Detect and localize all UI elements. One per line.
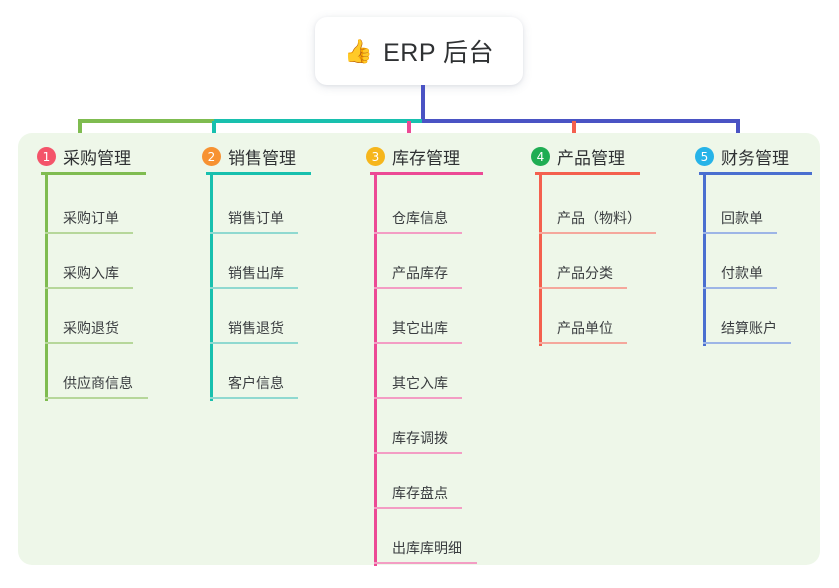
- branch-header-2[interactable]: 2 销售管理: [202, 144, 296, 169]
- leaf-item[interactable]: 采购入库: [45, 259, 133, 289]
- leaf-item[interactable]: 采购退货: [45, 314, 133, 344]
- leaf-item-rule: [374, 397, 462, 399]
- bus-segment-green: [78, 119, 214, 123]
- leaf-item-rule: [45, 397, 148, 399]
- branches-panel: 1 采购管理采购订单采购入库采购退货供应商信息 2 销售管理销售订单销售出库销售退货客…: [18, 133, 820, 566]
- branch-header-rule-3: [370, 172, 483, 175]
- leaf-item-label: 销售订单: [228, 210, 284, 226]
- leaf-item-rule: [374, 287, 462, 289]
- leaf-item-label: 其它入库: [392, 375, 448, 391]
- leaf-item-rule: [210, 232, 298, 234]
- leaf-item-label: 产品库存: [392, 265, 448, 281]
- branch-badge-4: 4: [531, 147, 550, 166]
- leaf-item[interactable]: 产品库存: [374, 259, 462, 289]
- leaf-item[interactable]: 库存盘点: [374, 479, 462, 509]
- branch-header-rule-2: [206, 172, 311, 175]
- leaf-item[interactable]: 付款单: [703, 259, 777, 289]
- root-node[interactable]: 👍 ERP 后台: [315, 17, 523, 85]
- leaf-item-rule: [210, 397, 298, 399]
- leaf-item[interactable]: 库存调拨: [374, 424, 462, 454]
- branch-badge-1: 1: [37, 147, 56, 166]
- leaf-item-rule: [210, 287, 298, 289]
- leaf-item[interactable]: 回款单: [703, 204, 777, 234]
- leaf-item-label: 回款单: [721, 210, 763, 226]
- leaf-item[interactable]: 出库库明细: [374, 534, 477, 564]
- bus-segment-teal: [214, 119, 422, 123]
- branch-spine-4: [539, 175, 542, 346]
- branch-header-4[interactable]: 4 产品管理: [531, 144, 625, 169]
- leaf-item[interactable]: 产品（物料）: [539, 204, 656, 234]
- root-node-label: 👍 ERP 后台: [344, 33, 494, 69]
- branch-title-3: 库存管理: [392, 149, 460, 168]
- leaf-item-rule: [374, 452, 462, 454]
- leaf-item[interactable]: 采购订单: [45, 204, 133, 234]
- leaf-item[interactable]: 产品分类: [539, 259, 627, 289]
- branch-title-1: 采购管理: [63, 149, 131, 168]
- leaf-item[interactable]: 销售订单: [210, 204, 298, 234]
- branch-header-rule-1: [41, 172, 146, 175]
- branch-title-4: 产品管理: [557, 149, 625, 168]
- leaf-item[interactable]: 供应商信息: [45, 369, 148, 399]
- leaf-item-rule: [45, 287, 133, 289]
- leaf-item-label: 库存调拨: [392, 430, 448, 446]
- leaf-item-label: 仓库信息: [392, 210, 448, 226]
- leaf-item-label: 库存盘点: [392, 485, 448, 501]
- bus-segment-blue: [422, 119, 740, 123]
- leaf-item-rule: [539, 287, 627, 289]
- branch-badge-2: 2: [202, 147, 221, 166]
- leaf-item-label: 销售退货: [228, 320, 284, 336]
- leaf-item-label: 采购退货: [63, 320, 119, 336]
- leaf-item-rule: [374, 562, 477, 564]
- leaf-item-label: 产品（物料）: [557, 210, 641, 226]
- leaf-item-label: 客户信息: [228, 375, 284, 391]
- leaf-item[interactable]: 其它出库: [374, 314, 462, 344]
- branch-header-5[interactable]: 5 财务管理: [695, 144, 789, 169]
- leaf-item-rule: [539, 232, 656, 234]
- leaf-item-rule: [45, 232, 133, 234]
- branch-spine-3: [374, 175, 377, 566]
- leaf-item-rule: [374, 232, 462, 234]
- branch-badge-5: 5: [695, 147, 714, 166]
- leaf-item-label: 出库库明细: [392, 540, 462, 556]
- leaf-item-rule: [374, 342, 462, 344]
- thumbs-up-icon: 👍: [343, 37, 374, 64]
- root-node-title: ERP 后台: [383, 39, 495, 67]
- branch-badge-3: 3: [366, 147, 385, 166]
- leaf-item-rule: [374, 507, 462, 509]
- leaf-item-label: 采购入库: [63, 265, 119, 281]
- leaf-item[interactable]: 其它入库: [374, 369, 462, 399]
- leaf-item-label: 付款单: [721, 265, 763, 281]
- leaf-item[interactable]: 销售出库: [210, 259, 298, 289]
- branch-title-5: 财务管理: [721, 149, 789, 168]
- leaf-item-label: 采购订单: [63, 210, 119, 226]
- leaf-item-label: 结算账户: [721, 320, 777, 336]
- branch-header-rule-4: [535, 172, 640, 175]
- leaf-item[interactable]: 仓库信息: [374, 204, 462, 234]
- leaf-item-label: 产品单位: [557, 320, 613, 336]
- leaf-item-label: 其它出库: [392, 320, 448, 336]
- leaf-item[interactable]: 销售退货: [210, 314, 298, 344]
- leaf-item-label: 销售出库: [228, 265, 284, 281]
- leaf-item-rule: [703, 232, 777, 234]
- branch-header-rule-5: [699, 172, 812, 175]
- branch-spine-5: [703, 175, 706, 346]
- leaf-item-rule: [45, 342, 133, 344]
- leaf-item[interactable]: 产品单位: [539, 314, 627, 344]
- branch-header-1[interactable]: 1 采购管理: [37, 144, 131, 169]
- leaf-item-label: 供应商信息: [63, 375, 133, 391]
- leaf-item[interactable]: 结算账户: [703, 314, 791, 344]
- root-connector-stem: [421, 85, 425, 121]
- leaf-item-label: 产品分类: [557, 265, 613, 281]
- leaf-item-rule: [703, 287, 777, 289]
- leaf-item-rule: [210, 342, 298, 344]
- leaf-item-rule: [539, 342, 627, 344]
- branch-header-3[interactable]: 3 库存管理: [366, 144, 460, 169]
- branch-title-2: 销售管理: [228, 149, 296, 168]
- leaf-item-rule: [703, 342, 791, 344]
- leaf-item[interactable]: 客户信息: [210, 369, 298, 399]
